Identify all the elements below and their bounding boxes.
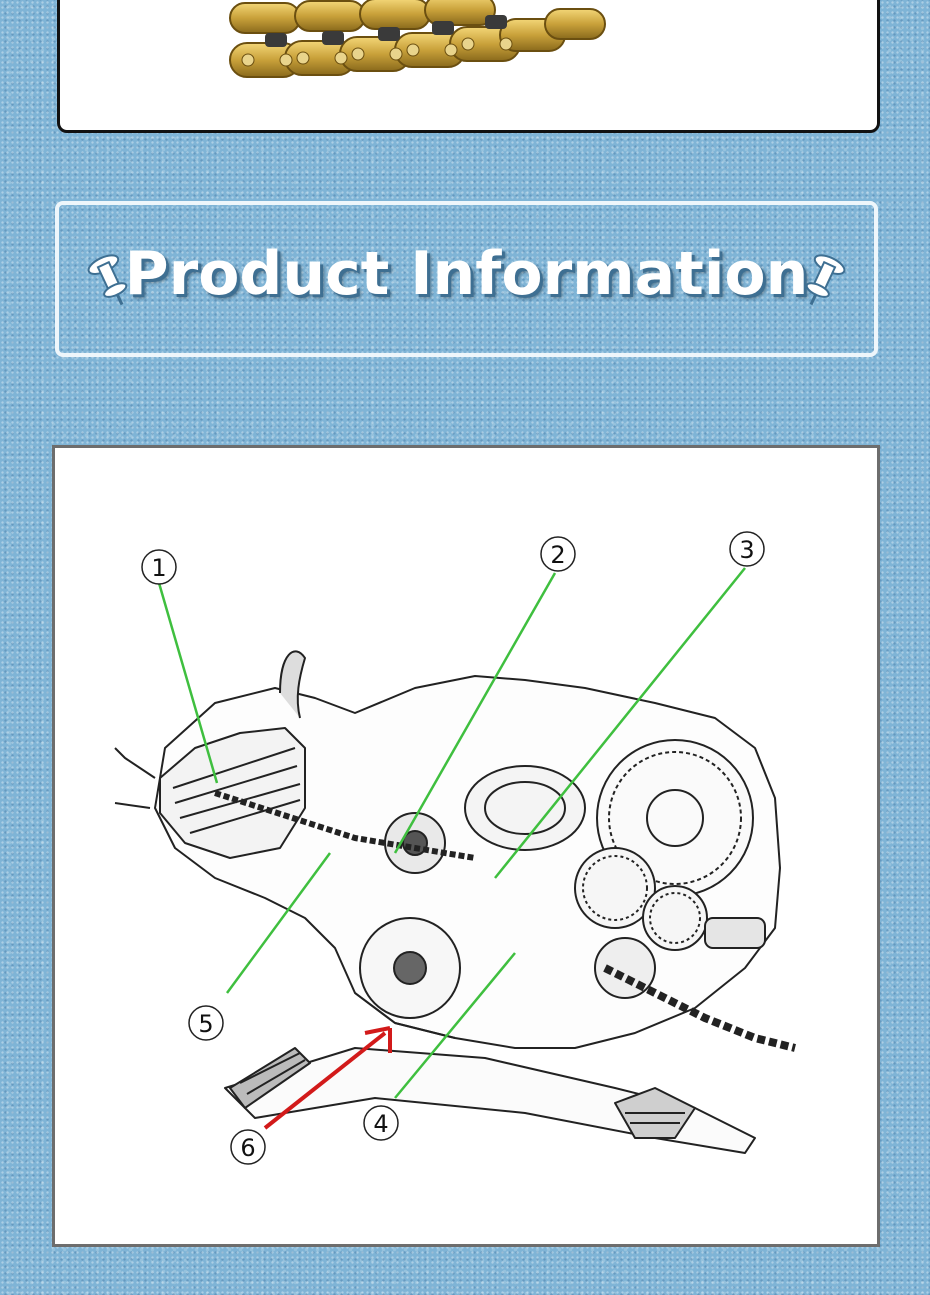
callout-label: 6 [240, 1134, 255, 1162]
callout-4: 4 [363, 1105, 399, 1141]
red-arrow [263, 1026, 392, 1130]
leader-line-3 [494, 567, 746, 879]
leader-line-2 [393, 572, 557, 854]
leader-line-4 [394, 952, 516, 1099]
callout-label: 2 [550, 541, 565, 569]
callout-2: 2 [540, 536, 576, 572]
callout-3: 3 [729, 531, 765, 567]
leader-lines [157, 567, 746, 1099]
chain-image-panel [57, 0, 880, 133]
engine-diagram-panel: 1 2 3 4 5 6 [52, 445, 880, 1247]
page-title: Product Information [124, 239, 809, 309]
engine-diagram: 1 2 3 4 5 6 [114, 531, 796, 1165]
callout-label: 3 [739, 536, 754, 564]
pin-icon [87, 254, 128, 306]
callout-1: 1 [141, 549, 177, 585]
leader-line-1 [157, 582, 219, 784]
pin-icon [805, 254, 846, 306]
product-information-header: Product Information [55, 201, 878, 357]
chain-links [229, 0, 606, 78]
engine-drawing [114, 650, 796, 1154]
callout-label: 5 [198, 1010, 213, 1038]
callout-label: 1 [151, 554, 166, 582]
gold-chain-image [229, 0, 606, 78]
callout-6: 6 [230, 1129, 266, 1165]
leader-line-5 [225, 852, 332, 994]
callout-5: 5 [188, 1005, 224, 1041]
callout-label: 4 [373, 1110, 388, 1138]
